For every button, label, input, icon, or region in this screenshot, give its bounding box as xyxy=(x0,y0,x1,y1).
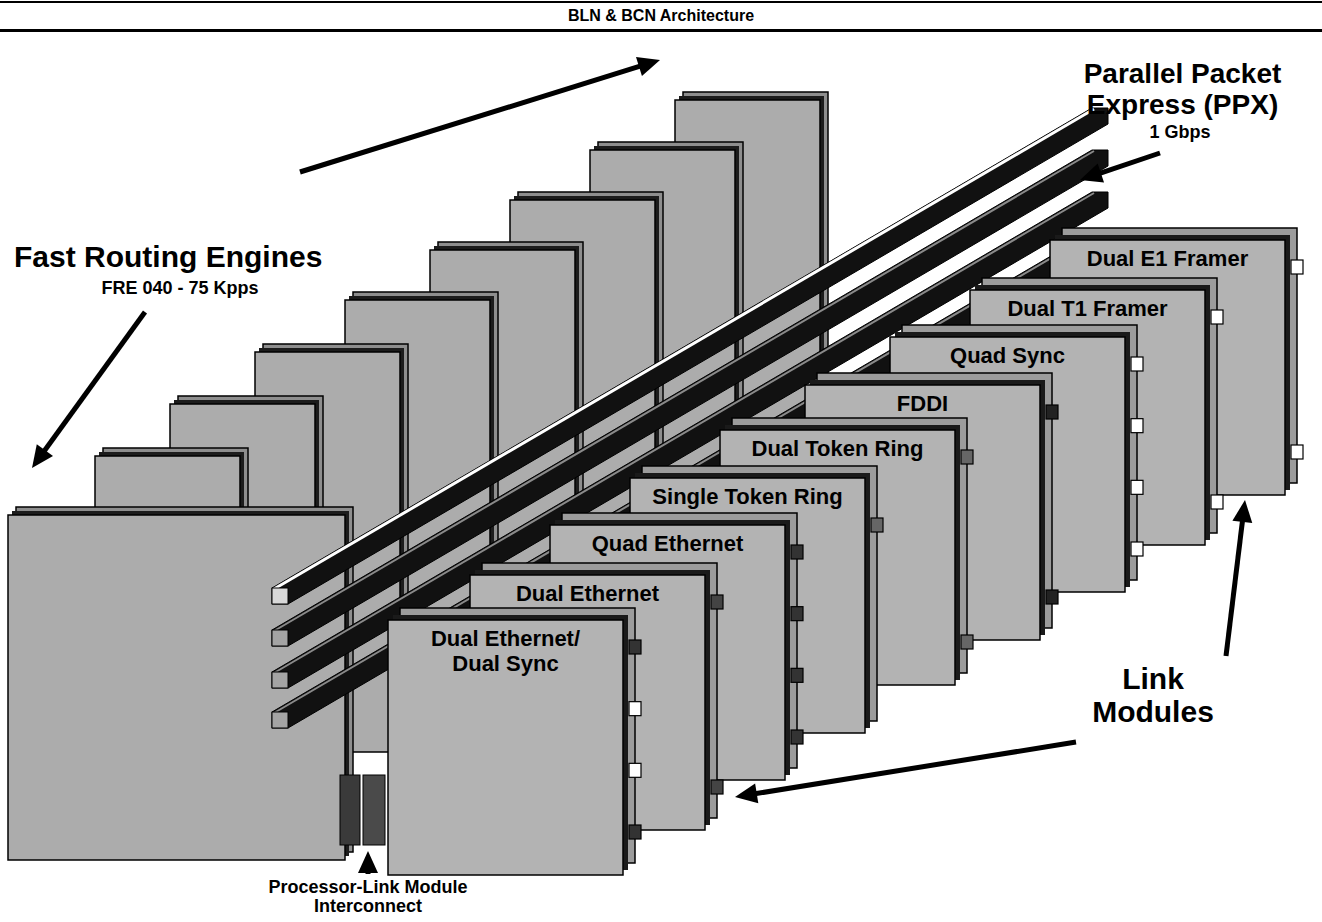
port-connector xyxy=(1131,542,1143,556)
port-connector xyxy=(1291,260,1303,274)
part-name: Processor-Link Module Interconnect xyxy=(268,878,468,916)
port-connector xyxy=(629,640,641,654)
title-bar: BLN & BCN Architecture xyxy=(0,1,1322,32)
port-connector xyxy=(791,607,803,621)
card-text-wrap: Dual Ethernet xyxy=(470,575,705,606)
card-text-wrap: Dual E1 Framer xyxy=(1050,240,1285,271)
card-face xyxy=(8,515,345,860)
port-connector xyxy=(1211,310,1223,324)
arrow-head xyxy=(636,57,660,76)
port-connector xyxy=(791,730,803,744)
arrow-head xyxy=(1232,500,1252,523)
card-text-wrap: Dual Token Ring xyxy=(720,430,955,461)
bus-end xyxy=(272,672,288,688)
module-name: Dual E1 Framer xyxy=(1087,246,1248,271)
port-connector xyxy=(1291,445,1303,459)
port-connector xyxy=(1211,495,1223,509)
link-module-card: Dual Ethernet/ Dual Sync xyxy=(388,620,623,875)
group-name: Fast Routing Engines xyxy=(14,240,394,274)
module-name: FDDI xyxy=(897,391,948,416)
arrow-head xyxy=(358,851,378,873)
leader-arrow xyxy=(1080,153,1160,182)
port-connector xyxy=(629,702,641,716)
leader-arrow xyxy=(32,312,145,468)
card-text-wrap: Dual Ethernet/ Dual Sync xyxy=(388,620,623,676)
port-connector xyxy=(961,450,973,464)
arrow-shaft xyxy=(755,742,1076,794)
port-connector xyxy=(961,635,973,649)
port-connector xyxy=(1131,357,1143,371)
arrow-head xyxy=(1080,163,1104,182)
group-spec: FRE 040 - 75 Kpps xyxy=(60,278,300,299)
module-name: Single Token Ring xyxy=(652,484,842,509)
card-text-wrap: FDDI xyxy=(805,385,1040,416)
group-name: Link Modules xyxy=(1078,662,1228,728)
port-connector xyxy=(1131,419,1143,433)
arrow-shaft xyxy=(1099,153,1160,174)
arrow-head xyxy=(32,444,53,468)
routing-engine-card xyxy=(8,507,353,860)
port-connector xyxy=(629,825,641,839)
card-text-wrap: Quad Ethernet xyxy=(550,525,785,556)
diagram-title: BLN & BCN Architecture xyxy=(568,7,754,24)
arrow-shaft xyxy=(44,312,145,452)
module-name: Dual Ethernet/ Dual Sync xyxy=(418,626,593,676)
port-connector xyxy=(871,518,883,532)
port-connector xyxy=(711,780,723,794)
port-connector xyxy=(791,545,803,559)
bus-name: Parallel Packet Express (PPX) xyxy=(1055,58,1310,120)
arrow-shaft xyxy=(1226,520,1243,656)
port-connector xyxy=(1046,590,1058,604)
module-name: Dual Token Ring xyxy=(752,436,924,461)
port-connector xyxy=(711,595,723,609)
module-name: Dual T1 Framer xyxy=(1007,296,1167,321)
card-text-wrap: Quad Sync xyxy=(890,337,1125,368)
module-name: Dual Ethernet xyxy=(516,581,659,606)
bus-end xyxy=(272,588,288,604)
module-name: Quad Sync xyxy=(950,343,1065,368)
card-face xyxy=(388,620,623,875)
bus-end xyxy=(272,712,288,728)
arrow-head xyxy=(735,784,758,804)
port-connector xyxy=(1046,405,1058,419)
bus-speed: 1 Gbps xyxy=(1130,122,1230,143)
port-connector xyxy=(1131,480,1143,494)
leader-arrow xyxy=(358,851,378,874)
card-text-wrap: Dual T1 Framer xyxy=(970,290,1205,321)
leader-arrow xyxy=(1226,500,1252,656)
interconnect-block xyxy=(363,775,385,845)
port-connector xyxy=(629,763,641,777)
leader-arrow xyxy=(300,57,660,172)
bus-end xyxy=(272,630,288,646)
module-name: Quad Ethernet xyxy=(592,531,744,556)
card-text-wrap: Single Token Ring xyxy=(630,478,865,509)
interconnect-block xyxy=(340,775,360,845)
arrow-shaft xyxy=(300,66,641,172)
port-connector xyxy=(791,668,803,682)
